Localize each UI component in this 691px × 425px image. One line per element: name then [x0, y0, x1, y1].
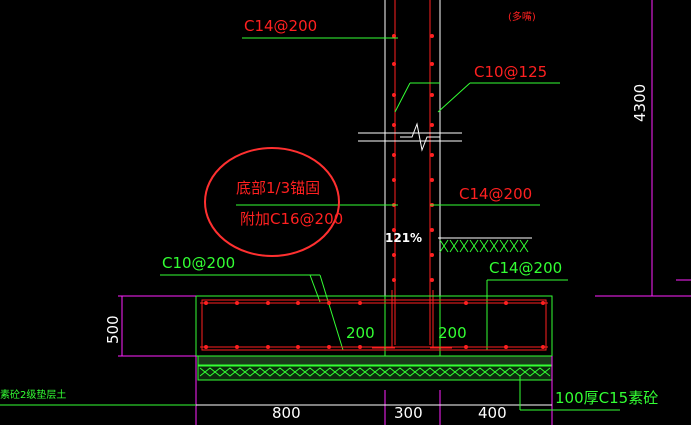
label-corner-note-2: 附加C16@200 — [240, 210, 343, 228]
label-inner-left: 200 — [346, 324, 375, 342]
label-stirrup: C10@125 — [474, 63, 547, 81]
wall-break-symbol — [358, 122, 462, 152]
blinding-layer — [197, 355, 553, 381]
dimension-lines — [118, 0, 691, 425]
dim-bottom-800: 800 — [272, 404, 301, 422]
label-top-right-note: (多嘴) — [508, 10, 536, 23]
bottom-leaders — [0, 375, 620, 411]
dim-bottom-300: 300 — [394, 404, 423, 422]
wall-rebar-dots — [392, 34, 434, 282]
footing-rebar-dots — [204, 301, 545, 349]
ground-hatch — [438, 237, 532, 253]
label-top-rebar: C14@200 — [244, 17, 317, 35]
label-footing-top-right: C14@200 — [489, 259, 562, 277]
highlight-circle — [204, 147, 340, 257]
footing-rebar — [200, 299, 548, 351]
label-bottom-right-note: 100厚C15素砼 — [555, 389, 658, 407]
label-corner-note-1: 底部1/3锚固 — [236, 179, 320, 197]
label-footing-top-left: C10@200 — [162, 254, 235, 272]
dim-bottom-400: 400 — [478, 404, 507, 422]
leader-lines — [160, 37, 568, 351]
zoom-level-indicator: 121% — [385, 231, 422, 245]
dim-footing-height: 500 — [104, 315, 122, 344]
label-inner-right: 200 — [438, 324, 467, 342]
dim-height-total: 4300 — [631, 84, 649, 122]
label-mid-rebar: C14@200 — [459, 185, 532, 203]
label-bottom-left-note: 素砼2级垫层土 — [0, 388, 66, 401]
